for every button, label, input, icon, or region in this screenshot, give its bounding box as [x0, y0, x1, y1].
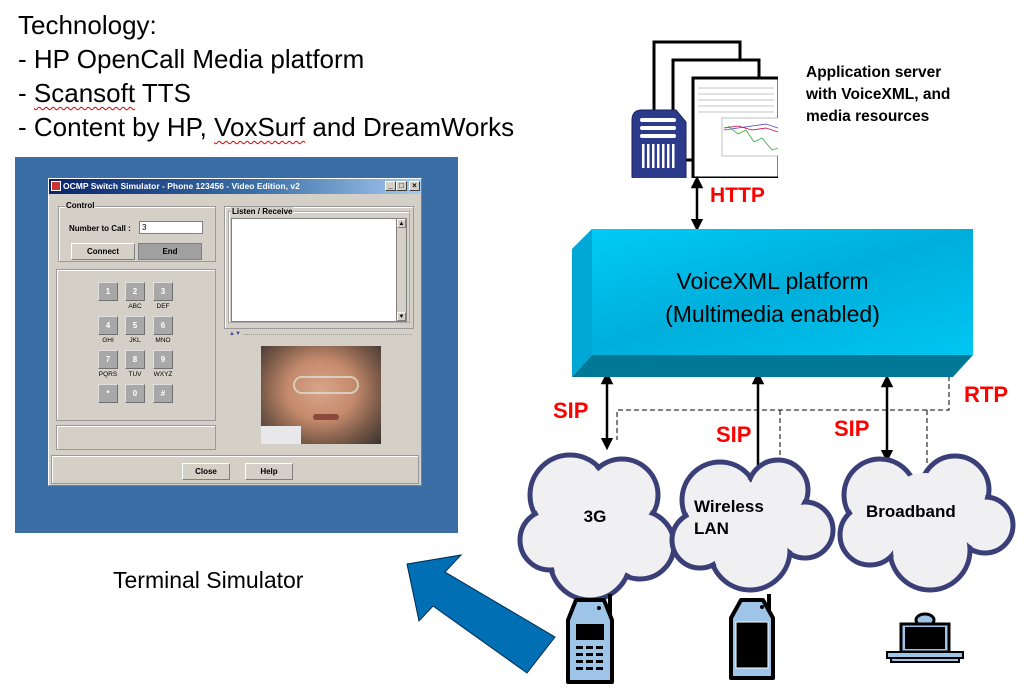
- spellcheck-word: VoxSurf: [214, 112, 306, 142]
- platform-box-shape: [572, 229, 973, 377]
- help-button[interactable]: Help: [245, 463, 293, 480]
- platform-label: VoiceXML platform (Multimedia enabled): [665, 268, 880, 327]
- http-label: HTTP: [710, 184, 765, 207]
- glasses: [293, 376, 359, 394]
- technology-item: - HP OpenCall Media platform: [18, 44, 365, 74]
- keypad-key-letters: GHI: [102, 337, 114, 344]
- technology-heading: Technology:: [18, 10, 157, 40]
- keypad-key-letters: MNO: [155, 337, 171, 344]
- number-to-call-label: Number to Call :: [69, 224, 131, 233]
- shirt-collar: [261, 426, 301, 444]
- network-clouds: [517, 452, 1016, 603]
- split-pane-divider[interactable]: [244, 334, 412, 335]
- vertical-scrollbar[interactable]: ▲ ▼: [396, 219, 406, 321]
- rtp-label: RTP: [964, 382, 1008, 407]
- keypad-key[interactable]: 7: [98, 350, 118, 369]
- status-field: [56, 425, 216, 450]
- keypad-key[interactable]: 9: [153, 350, 173, 369]
- laptop-camera-icon: [886, 612, 964, 663]
- keypad-key[interactable]: 1: [98, 282, 118, 301]
- video-feed: [261, 346, 381, 444]
- sip-label-3g: SIP: [553, 398, 589, 423]
- pointer-arrow-icon: [406, 554, 556, 674]
- close-window-button[interactable]: ×: [409, 181, 420, 191]
- keypad-key[interactable]: *: [98, 384, 118, 403]
- keypad-key-letters: DEF: [156, 303, 170, 310]
- network-label-broadband: Broadband: [866, 502, 956, 521]
- keypad-key[interactable]: 8: [125, 350, 145, 369]
- scroll-up-icon[interactable]: ▲: [397, 219, 406, 228]
- listen-receive-label: Listen / Receive: [231, 207, 294, 216]
- keypad-key[interactable]: 2: [125, 282, 145, 301]
- scroll-down-icon[interactable]: ▼: [397, 312, 406, 321]
- keypad-key-letters: WXYZ: [153, 371, 173, 378]
- keypad-key[interactable]: #: [153, 384, 173, 403]
- split-pane-arrows-icon[interactable]: ▲▼: [229, 331, 241, 337]
- maximize-button[interactable]: □: [396, 181, 407, 191]
- application-server-label: Application server with VoiceXML, and me…: [806, 64, 951, 125]
- control-group-label: Control: [65, 201, 96, 210]
- keypad-key-letters: TUV: [128, 371, 142, 378]
- voicexml-platform: VoiceXML platform (Multimedia enabled): [572, 229, 973, 377]
- end-button[interactable]: End: [138, 243, 202, 260]
- keypad-key[interactable]: 4: [98, 316, 118, 335]
- keypad-key[interactable]: 3: [153, 282, 173, 301]
- bottom-button-panel: Close Help: [51, 455, 419, 484]
- keypad-key[interactable]: 6: [153, 316, 173, 335]
- sip-label-broadband: SIP: [834, 416, 870, 441]
- keypad-key-letters: PQRS: [98, 371, 118, 378]
- terminal-simulator-label: Terminal Simulator: [113, 567, 304, 593]
- server-icon: [631, 109, 687, 178]
- listen-receive-panel: Listen / Receive ▲ ▼: [224, 206, 414, 329]
- technology-item: - Content by HP, VoxSurf and DreamWorks: [18, 112, 515, 142]
- mobile-phone-icon: [566, 594, 614, 684]
- control-group: Control Number to Call : 3 Connect End: [58, 201, 216, 262]
- keypad-key[interactable]: 5: [125, 316, 145, 335]
- sip-label-wlan: SIP: [716, 422, 752, 447]
- simulator-window: OCMP Switch Simulator - Phone 123456 - V…: [48, 178, 422, 486]
- keypad-key-letters: JKL: [129, 337, 141, 344]
- keypad-key-letters: ABC: [128, 303, 142, 310]
- window-titlebar[interactable]: OCMP Switch Simulator - Phone 123456 - V…: [49, 179, 421, 194]
- window-title: OCMP Switch Simulator - Phone 123456 - V…: [63, 181, 300, 191]
- application-server-icon: [631, 40, 778, 178]
- mouth: [313, 414, 339, 420]
- close-button[interactable]: Close: [182, 463, 230, 480]
- connect-button[interactable]: Connect: [71, 243, 135, 260]
- app-icon: [51, 181, 61, 191]
- keypad-key[interactable]: 0: [125, 384, 145, 403]
- spellcheck-word: Scansoft: [33, 78, 136, 108]
- network-label-wlan: Wireless LAN: [694, 497, 764, 538]
- pda-icon: [729, 594, 775, 680]
- technology-item: - Scansoft TTS: [18, 78, 191, 108]
- listen-receive-group: Listen / Receive ▲ ▼: [228, 207, 410, 323]
- minimize-button[interactable]: _: [385, 181, 396, 191]
- number-to-call-input[interactable]: 3: [139, 221, 203, 234]
- listen-receive-textarea[interactable]: ▲ ▼: [231, 218, 407, 322]
- technology-list: Technology: - HP OpenCall Media platform…: [18, 8, 514, 144]
- network-label-3g: 3G: [583, 507, 607, 526]
